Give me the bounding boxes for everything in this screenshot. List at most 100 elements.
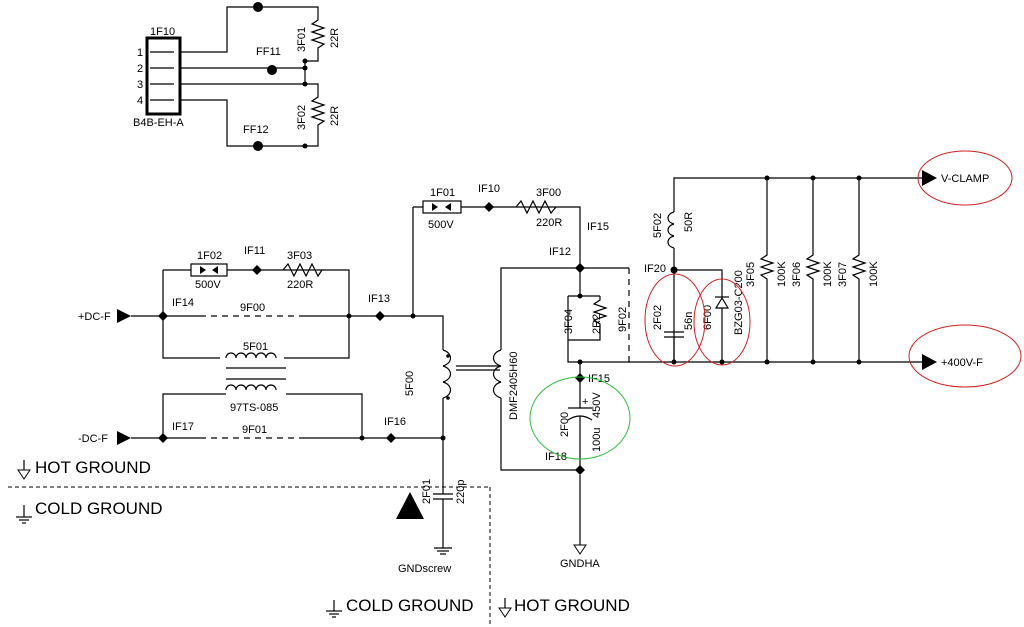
highlight-v400 bbox=[908, 324, 1022, 388]
net-dc-plus-label: +DC-F bbox=[78, 311, 111, 323]
ff11-label: FF11 bbox=[256, 46, 281, 58]
r3f04-value: 2R2 bbox=[591, 314, 603, 334]
if14-label: IF14 bbox=[172, 297, 194, 309]
c2f02-value: 56n bbox=[683, 312, 695, 330]
l5f01-ref: 5F01 bbox=[243, 341, 268, 353]
c2f00-voltage: 450V bbox=[591, 392, 603, 418]
l5f02-value: 50R bbox=[683, 212, 695, 232]
c2f02-ref: 2F02 bbox=[652, 305, 664, 330]
hot-ground-label-top: HOT GROUND bbox=[35, 458, 151, 477]
if18-label: IF18 bbox=[545, 451, 567, 463]
r3f05-ref: 3F05 bbox=[745, 262, 757, 287]
output-rail: IF15 + 2F00 100u 450V IF18 GNDHA 2F02 56… bbox=[545, 170, 989, 570]
d6f00-value: BZG03-C200 bbox=[733, 270, 745, 335]
r3f03-value: 220R bbox=[287, 279, 313, 291]
highlight-c2f02 bbox=[644, 273, 706, 367]
j9f00-ref: 9F00 bbox=[240, 302, 265, 314]
ff12-label: FF12 bbox=[243, 124, 269, 136]
r3f07-value: 100K bbox=[868, 261, 880, 287]
if11-label: IF11 bbox=[244, 245, 265, 257]
fuse-1f02 bbox=[190, 263, 228, 277]
dc-minus-arrow bbox=[117, 431, 131, 445]
net-v-clamp-label: V-CLAMP bbox=[941, 173, 989, 185]
v-clamp-arrow bbox=[922, 170, 937, 186]
r3f06-ref: 3F06 bbox=[791, 262, 803, 287]
annotations bbox=[529, 150, 1022, 460]
j9f02-ref: 9F02 bbox=[617, 307, 629, 332]
f1f01-ref: 1F01 bbox=[430, 187, 455, 199]
connector-section: 1F10 1 2 3 4 B4B-EH-A FF11 FF12 3F01 22R… bbox=[133, 2, 341, 151]
net-dc-minus-label: -DC-F bbox=[78, 433, 108, 445]
wire bbox=[180, 6, 305, 53]
fuse-branch: 1F01 500V IF10 3F00 220R IF15 IF12 bbox=[413, 183, 609, 273]
if20-label: IF20 bbox=[644, 263, 666, 275]
fuse-1f01 bbox=[422, 200, 462, 214]
ground-divider: HOT GROUND COLD GROUND COLD GROUND HOT G… bbox=[8, 458, 630, 627]
j9f01-ref: 9F01 bbox=[242, 424, 267, 436]
test-point-if10 bbox=[484, 202, 494, 212]
cold-ground-label-bottom: COLD GROUND bbox=[346, 596, 474, 615]
r3f05-value: 100K bbox=[776, 261, 788, 287]
r3f02-value: 22R bbox=[329, 106, 341, 126]
if13-label: IF13 bbox=[368, 293, 390, 305]
net-v400-label: +400V-F bbox=[941, 357, 983, 369]
test-point-if18 bbox=[575, 465, 585, 475]
ycap-section: 2F01 220p GNDscrew ! bbox=[396, 438, 467, 575]
hot-ground-label-bottom: HOT GROUND bbox=[514, 596, 630, 615]
cold-ground-label-top: COLD GROUND bbox=[35, 499, 163, 518]
c2f00-ref: 2F00 bbox=[559, 412, 571, 437]
t5f00-value: DMF2405H60 bbox=[508, 352, 520, 420]
r3f04-ref: 3F04 bbox=[563, 309, 575, 334]
f1f02-value: 500V bbox=[195, 279, 221, 291]
r3f01-ref: 3F01 bbox=[296, 27, 308, 52]
l5f01-value: 97TS-085 bbox=[230, 402, 278, 414]
v400-arrow bbox=[922, 354, 937, 370]
l5f02-ref: 5F02 bbox=[652, 213, 664, 238]
if16-label: IF16 bbox=[384, 416, 406, 428]
test-point-if16 bbox=[386, 433, 396, 443]
net-gndha-label: GNDHA bbox=[560, 558, 600, 570]
warning-icon bbox=[396, 492, 424, 519]
if19-label: IF15 bbox=[587, 221, 609, 233]
r3f01-value: 22R bbox=[329, 28, 341, 48]
connector-part: B4B-EH-A bbox=[133, 117, 184, 129]
r3f00-value: 220R bbox=[536, 217, 562, 229]
connector-pin-2: 2 bbox=[137, 63, 143, 75]
highlight-d6f00 bbox=[693, 278, 751, 366]
connector-pin-3: 3 bbox=[137, 79, 143, 91]
c2f01-value: 220p bbox=[455, 480, 467, 504]
connector-pin-4: 4 bbox=[137, 95, 143, 107]
if10-label: IF10 bbox=[478, 183, 500, 195]
net-gndscrew-label: GNDscrew bbox=[398, 563, 451, 575]
inductor-5f01 bbox=[225, 352, 277, 359]
dc-plus-arrow bbox=[117, 309, 131, 323]
transformer-5f00: 5F00 DMF2405H60 bbox=[404, 207, 580, 471]
input-section: +DC-F IF14 9F00 1F02 500V IF11 3F03 220R… bbox=[78, 245, 443, 445]
connector-pin-1: 1 bbox=[137, 47, 143, 59]
r3f02-ref: 3F02 bbox=[296, 105, 308, 130]
f1f01-value: 500V bbox=[428, 219, 454, 231]
test-point-if13 bbox=[375, 311, 385, 321]
r3f06-value: 100K bbox=[822, 261, 834, 287]
svg-text:!: ! bbox=[406, 503, 411, 519]
test-point-if11 bbox=[252, 265, 262, 275]
f1f02-ref: 1F02 bbox=[197, 250, 222, 262]
t5f00-ref: 5F00 bbox=[404, 371, 416, 396]
r3f03-ref: 3F03 bbox=[287, 250, 312, 262]
c2f01-ref: 2F01 bbox=[421, 479, 433, 504]
connector-body bbox=[145, 36, 182, 116]
snubber-section: 3F04 2R2 9F02 bbox=[563, 267, 630, 363]
svg-text:+: + bbox=[582, 396, 588, 408]
r3f07-ref: 3F07 bbox=[837, 262, 849, 287]
r3f00-ref: 3F00 bbox=[536, 187, 561, 199]
if17-label: IF17 bbox=[172, 421, 194, 433]
test-point-ff12 bbox=[253, 141, 263, 151]
highlight-v-clamp bbox=[917, 150, 1013, 206]
wire bbox=[180, 99, 305, 147]
if12-label: IF12 bbox=[549, 246, 571, 258]
c2f00-value: 100u bbox=[591, 428, 603, 452]
highlight-c2f00 bbox=[529, 376, 631, 460]
test-point-ff11 bbox=[267, 65, 277, 75]
connector-ref: 1F10 bbox=[150, 26, 175, 38]
